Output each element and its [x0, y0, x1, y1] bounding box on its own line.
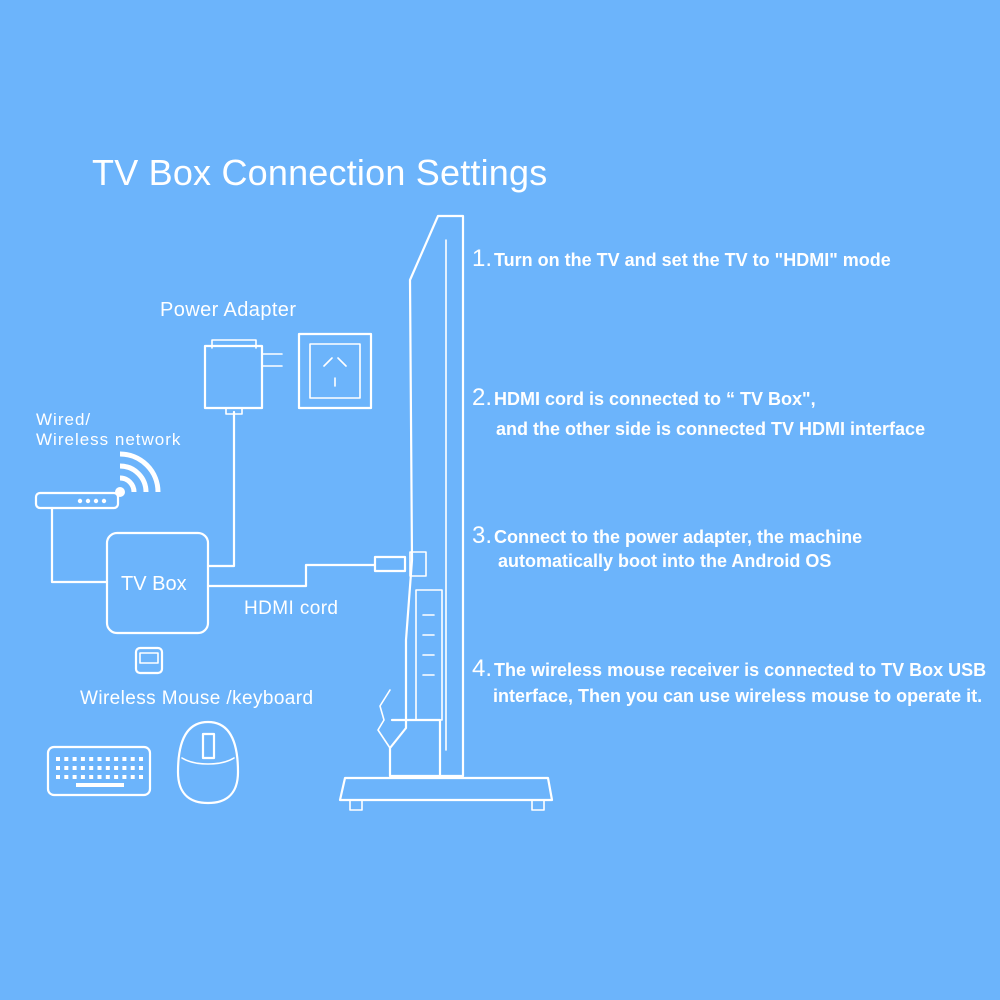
keyboard-icon [46, 745, 152, 797]
keyboard-key [105, 766, 110, 770]
step-2-line-2: and the other side is connected TV HDMI … [496, 419, 926, 439]
hdmi-cable [206, 563, 377, 588]
keyboard-key [139, 775, 143, 779]
step-3-line-2: automatically boot into the Android OS [498, 551, 832, 571]
wall-socket-icon [297, 332, 373, 410]
tv-box-icon [105, 531, 210, 635]
wifi-signal-icon [115, 451, 161, 497]
keyboard-key [72, 766, 77, 770]
keyboard-key [72, 757, 77, 761]
step-1: 1.Turn on the TV and set the TV to "HDMI… [472, 246, 891, 273]
step-4-number: 4. [472, 655, 493, 682]
keyboard-key [114, 775, 119, 779]
hdmi-cord-label: HDMI cord [244, 598, 339, 619]
step-3: 3.Connect to the power adapter, the mach… [472, 524, 862, 573]
keyboard-key [56, 766, 60, 770]
keyboard-key [64, 775, 69, 779]
keyboard-spacebar [76, 783, 124, 787]
keyboard-key [114, 757, 119, 761]
keyboard-key [64, 766, 69, 770]
keyboard-key [89, 757, 94, 761]
keyboard-key [122, 757, 127, 761]
usb-receiver-icon [134, 646, 164, 675]
keyboard-key [64, 757, 69, 761]
step-3-number: 3. [472, 522, 493, 549]
keyboard-key [97, 766, 102, 770]
step-4-line-1: The wireless mouse receiver is connected… [494, 660, 987, 680]
keyboard-key [56, 775, 60, 779]
keyboard-key [105, 775, 110, 779]
keyboard-key [80, 775, 85, 779]
tv-box-label: TV Box [121, 573, 187, 595]
keyboard-key [97, 775, 102, 779]
keyboard-key [56, 757, 60, 761]
network-label-line2: Wireless network [36, 430, 182, 449]
keyboard-key [89, 775, 94, 779]
keyboard-key [122, 775, 127, 779]
keyboard-key [130, 757, 135, 761]
keyboard-key [130, 775, 135, 779]
step-2: 2.HDMI cord is connected to “ TV Box", a… [472, 385, 925, 442]
keyboard-key [97, 757, 102, 761]
step-1-line-1: Turn on the TV and set the TV to "HDMI" … [494, 250, 891, 270]
step-1-number: 1. [472, 245, 493, 272]
keyboard-key [80, 757, 85, 761]
keyboard-key [139, 766, 143, 770]
mouse-keyboard-label: Wireless Mouse /keyboard [80, 688, 314, 709]
tv-side-view-icon [338, 214, 554, 811]
keyboard-key [114, 766, 119, 770]
network-cable [50, 506, 109, 584]
step-4: 4.The wireless mouse receiver is connect… [472, 656, 986, 709]
keyboard-key [105, 757, 110, 761]
power-cable [206, 410, 236, 568]
hdmi-plug-icon [373, 551, 427, 577]
keyboard-key [72, 775, 77, 779]
page-title: TV Box Connection Settings [92, 152, 548, 193]
keyboard-key [80, 766, 85, 770]
power-adapter-icon [203, 339, 283, 415]
keyboard-key [89, 766, 94, 770]
step-4-line-2: interface, Then you can use wireless mou… [493, 686, 983, 706]
keyboard-key [139, 757, 143, 761]
step-2-number: 2. [472, 384, 493, 411]
network-label-line1: Wired/ [36, 410, 92, 429]
step-3-line-1: Connect to the power adapter, the machin… [494, 527, 863, 547]
keyboard-key [122, 766, 127, 770]
router-icon [34, 491, 120, 510]
step-2-line-1: HDMI cord is connected to “ TV Box", [494, 389, 816, 409]
keyboard-key [130, 766, 135, 770]
mouse-icon [176, 720, 240, 805]
power-adapter-label: Power Adapter [160, 299, 297, 321]
